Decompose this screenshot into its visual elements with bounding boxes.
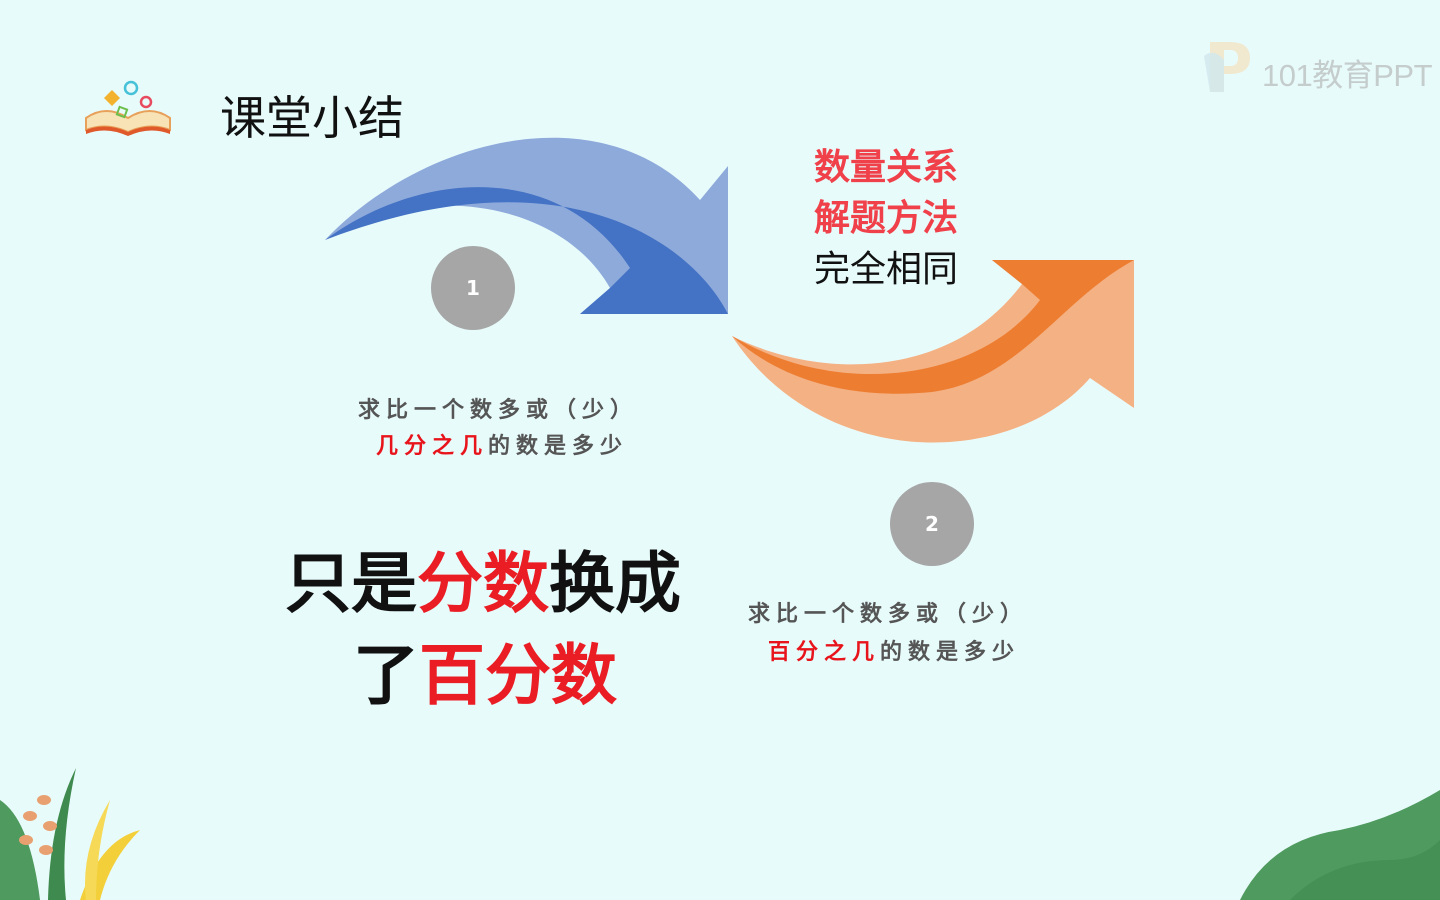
relations-text: 数量关系 解题方法 完全相同: [814, 142, 958, 295]
blue-curved-arrow: [325, 137, 728, 314]
conclusion-part5: 百分数: [419, 637, 617, 714]
step-2-rest: 的数是多少: [880, 640, 1021, 665]
step-2-line1: 求比一个数多或（少）: [748, 602, 1029, 627]
step-1-rest: 的数是多少: [488, 434, 629, 459]
step-1-line2: 几分之几的数是多少: [358, 429, 638, 465]
relations-line1: 数量关系: [814, 147, 959, 188]
open-book-icon: [85, 80, 171, 136]
orange-curved-arrow: [732, 260, 1134, 443]
logo-p-icon: [1204, 42, 1250, 92]
step-1-badge: 1: [431, 246, 515, 330]
relations-line3: 完全相同: [814, 249, 959, 290]
conclusion-line1: 只是分数换成: [285, 538, 681, 630]
step-2-line2: 百分之几的数是多少: [748, 634, 1028, 672]
step-2-description: 求比一个数多或（少） 百分之几的数是多少: [748, 596, 1028, 672]
conclusion-part3: 换成: [549, 545, 681, 622]
step-1-highlight: 几分之几: [376, 434, 489, 459]
conclusion-line2: 了百分数: [285, 630, 681, 722]
conclusion-part4: 了: [353, 637, 419, 714]
leaf-decoration-icon: [0, 768, 140, 900]
step-2-badge: 2: [890, 482, 974, 566]
step-1-line1: 求比一个数多或（少）: [358, 398, 639, 423]
bush-decoration-icon: [1240, 790, 1440, 900]
conclusion-text: 只是分数换成 了百分数: [285, 538, 681, 722]
logo-text: 101教育PPT: [1262, 58, 1433, 93]
conclusion-part1: 只是: [285, 545, 417, 622]
step-1-description: 求比一个数多或（少） 几分之几的数是多少: [358, 393, 638, 465]
page-title: 课堂小结: [220, 91, 404, 145]
step-2-highlight: 百分之几: [768, 640, 881, 665]
conclusion-part2: 分数: [417, 545, 549, 622]
relations-line2: 解题方法: [814, 198, 959, 239]
